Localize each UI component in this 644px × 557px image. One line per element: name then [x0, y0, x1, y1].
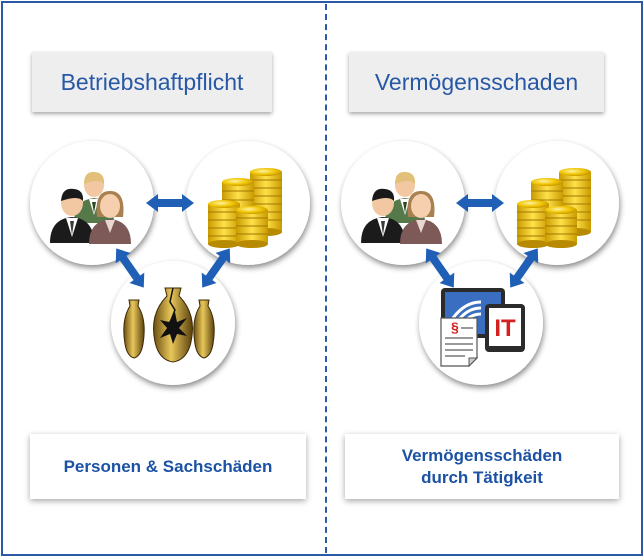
- it-devices-icon: IT §: [440, 288, 525, 368]
- panel-divider: [325, 4, 327, 553]
- it-badge-text: IT: [494, 315, 516, 342]
- paragraph-symbol: §: [451, 319, 459, 335]
- left-coins-node: [186, 141, 310, 265]
- right-coins-node: [495, 141, 619, 265]
- heading-vermoegensschaden: Vermögensschaden: [349, 52, 604, 112]
- broken-vases-icon: [123, 287, 215, 363]
- right-it-node: IT §: [419, 261, 543, 385]
- left-people-node: [30, 141, 154, 265]
- caption-vermoegensschaeden-taetigkeit: Vermögensschäden durch Tätigkeit: [345, 434, 619, 499]
- caption-personen-sachschaeden: Personen & Sachschäden: [30, 434, 306, 499]
- left-vases-node: [111, 261, 235, 385]
- heading-betriebshaftpflicht: Betriebshaftpflicht: [32, 52, 272, 112]
- right-people-node: [341, 141, 465, 265]
